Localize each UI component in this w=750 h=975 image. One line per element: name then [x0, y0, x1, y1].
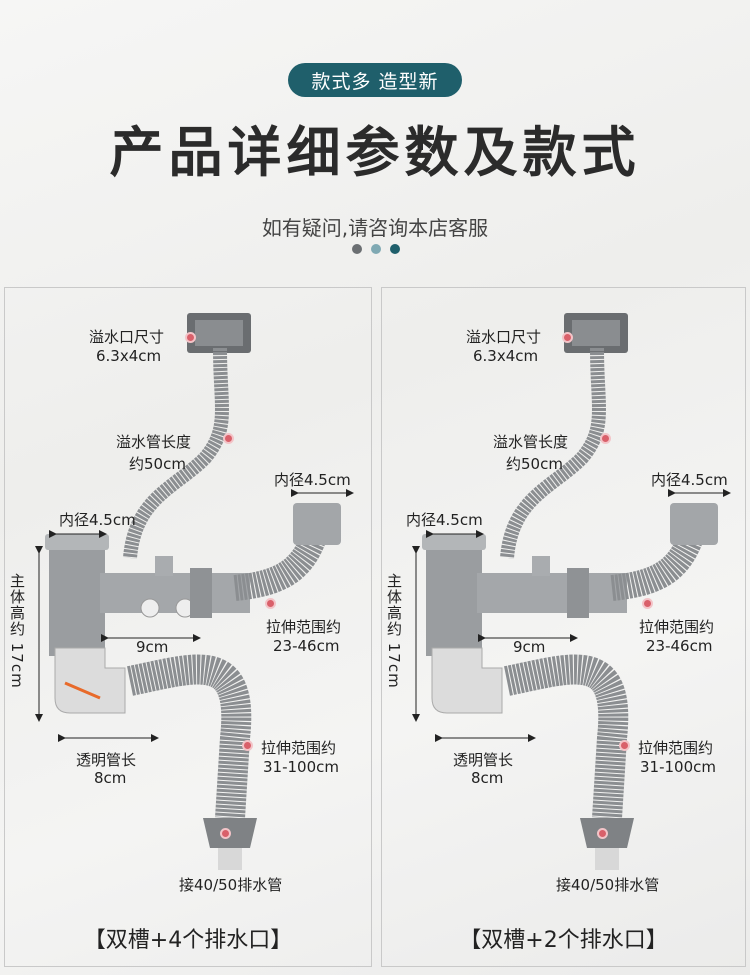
drain-kit-illustration	[412, 313, 731, 870]
marker-dot	[642, 598, 653, 609]
marker-dot	[185, 332, 196, 343]
panel-footer: 【双槽+4个排水口】	[83, 928, 293, 953]
inner-diameter-left: 内径4.5cm	[59, 511, 136, 529]
marker-dot	[223, 433, 234, 444]
hose-label: 溢水管长度	[116, 433, 192, 451]
drain-kit-illustration	[35, 313, 354, 870]
stretch1-range: 23-46cm	[646, 637, 713, 655]
marker-dot	[597, 828, 608, 839]
marker-dot	[600, 433, 611, 444]
clear-tube-label: 透明管长	[453, 751, 514, 769]
outlet-spacing: 9cm	[513, 638, 546, 656]
stretch2-range: 31-100cm	[263, 758, 339, 776]
overflow-label: 溢水口尺寸	[466, 328, 542, 346]
hose-length: 约50cm	[129, 455, 186, 473]
subtitle: 如有疑问,请咨询本店客服	[261, 216, 489, 240]
inner-diameter-left: 内径4.5cm	[406, 511, 483, 529]
marker-dot	[265, 598, 276, 609]
outlet-connection: 接40/50排水管	[179, 876, 283, 894]
stretch2-label: 拉伸范围约	[638, 739, 714, 757]
dot	[352, 244, 362, 254]
clear-tube-label: 透明管长	[76, 751, 137, 769]
stretch2-range: 31-100cm	[640, 758, 716, 776]
carousel-dots	[352, 244, 400, 254]
body-height: 主体高约 17cm	[385, 573, 403, 689]
hose-label: 溢水管长度	[493, 433, 569, 451]
body-height: 主体高约 17cm	[8, 573, 26, 689]
hose-length: 约50cm	[506, 455, 563, 473]
outlet-spacing: 9cm	[136, 638, 169, 656]
marker-dot	[562, 332, 573, 343]
stretch1-range: 23-46cm	[273, 637, 340, 655]
overflow-size: 6.3x4cm	[96, 347, 162, 365]
page-title: 产品详细参数及款式	[109, 121, 641, 184]
outlet-connection: 接40/50排水管	[556, 876, 660, 894]
stretch1-label: 拉伸范围约	[266, 618, 342, 636]
panel-footer: 【双槽+2个排水口】	[459, 928, 668, 953]
stretch1-label: 拉伸范围约	[639, 618, 715, 636]
clear-tube-length: 8cm	[471, 769, 504, 787]
inner-diameter-right: 内径4.5cm	[651, 471, 728, 489]
overflow-size: 6.3x4cm	[473, 347, 539, 365]
product-panel-4-outlets: 溢水口尺寸 6.3x4cm 溢水管长度 约50cm 内径4.5cm 内径4.5c…	[4, 287, 372, 967]
marker-dot	[242, 740, 253, 751]
inner-diameter-right: 内径4.5cm	[274, 471, 351, 489]
product-panel-2-outlets: 溢水口尺寸 6.3x4cm 溢水管长度 约50cm 内径4.5cm 内径4.5c…	[381, 287, 746, 967]
overflow-label: 溢水口尺寸	[89, 328, 165, 346]
marker-dot	[619, 740, 630, 751]
clear-tube-length: 8cm	[94, 769, 127, 787]
dot	[371, 244, 381, 254]
marker-dot	[220, 828, 231, 839]
stretch2-label: 拉伸范围约	[261, 739, 337, 757]
style-badge: 款式多 造型新	[288, 63, 462, 97]
dot	[390, 244, 400, 254]
